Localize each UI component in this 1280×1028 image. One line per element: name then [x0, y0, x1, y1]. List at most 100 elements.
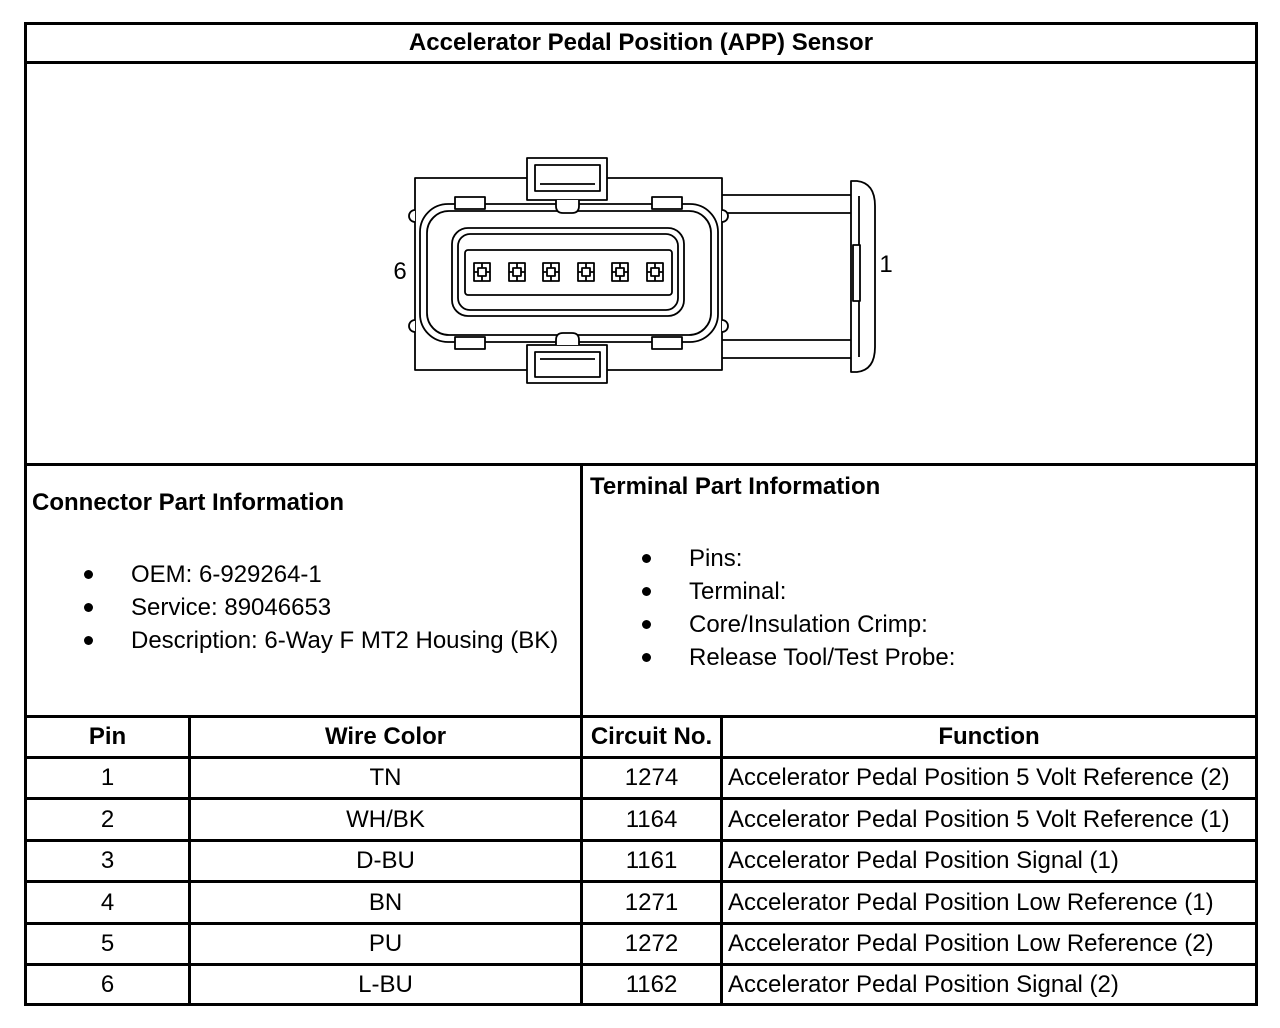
- list-item: Release Tool/Test Probe:: [582, 641, 1255, 674]
- page-title: Accelerator Pedal Position (APP) Sensor: [408, 29, 874, 56]
- header-wire-color: Wire Color: [324, 723, 447, 750]
- function-cell: Accelerator Pedal Position 5 Volt Refere…: [728, 764, 1230, 791]
- connector-oem: OEM: 6-929264-1: [131, 561, 322, 588]
- terminal-cavity-4: [542, 262, 560, 282]
- pin-cell: 2: [100, 805, 115, 833]
- divider: [24, 715, 1258, 718]
- function-cell: Accelerator Pedal Position Low Reference…: [728, 888, 1214, 916]
- column-divider: [580, 463, 583, 1006]
- terminal-core: [615, 267, 625, 277]
- circuit-cell: 1164: [625, 805, 678, 833]
- top-latch: [526, 157, 608, 201]
- divider: [24, 61, 1258, 64]
- terminal-cavity-1: [646, 262, 664, 282]
- side-notch: [721, 319, 729, 333]
- terminal-core: [477, 267, 487, 277]
- wire-color-cell: D-BU: [356, 847, 415, 874]
- terminal-core: [512, 267, 522, 277]
- wire-color-cell: WH/BK: [346, 805, 425, 833]
- pin-cell: 1: [100, 764, 115, 791]
- connector-face-diagram: [408, 157, 876, 384]
- terminal-terminal: Terminal:: [689, 578, 787, 605]
- terminal-core: [581, 267, 591, 277]
- mounting-nub: [651, 336, 683, 350]
- circuit-cell: 1162: [625, 970, 678, 998]
- bottom-lock-tab: [555, 332, 580, 345]
- bullet: [642, 620, 651, 629]
- table-row: 4 BN 1271 Accelerator Pedal Position Low…: [0, 883, 1280, 922]
- terminal-core: [650, 267, 660, 277]
- divider: [24, 839, 1258, 842]
- table-row: 5 PU 1272 Accelerator Pedal Position Low…: [0, 925, 1280, 963]
- column-divider: [188, 715, 191, 1006]
- divider: [24, 756, 1258, 759]
- bullet: [642, 653, 651, 662]
- connector-description: Description: 6-Way F MT2 Housing (BK): [131, 627, 559, 654]
- list-item: Terminal:: [582, 575, 1255, 608]
- end-cap-slot: [852, 244, 861, 302]
- circuit-cell: 1272: [624, 930, 679, 957]
- terminal-cavity-3: [577, 262, 595, 282]
- terminal-block: [464, 249, 673, 296]
- pin-cell: 4: [100, 888, 115, 916]
- pin-cell: 5: [100, 930, 115, 957]
- table-row: 2 WH/BK 1164 Accelerator Pedal Position …: [0, 800, 1280, 839]
- divider: [24, 880, 1258, 883]
- side-notch: [721, 209, 729, 223]
- list-item: OEM: 6-929264-1: [24, 558, 580, 591]
- terminal-cavity-frame: [451, 227, 685, 317]
- end-cap: [850, 180, 876, 373]
- bullet: [642, 554, 651, 563]
- terminal-crimp: Core/Insulation Crimp:: [689, 611, 928, 638]
- mounting-nub: [454, 336, 486, 350]
- list-item: Core/Insulation Crimp:: [582, 608, 1255, 641]
- circuit-cell: 1274: [624, 764, 679, 791]
- pin-cell: 3: [100, 847, 115, 874]
- function-cell: Accelerator Pedal Position Signal (1): [728, 847, 1119, 874]
- extension-rails: [722, 194, 853, 359]
- table-row: 6 L-BU 1162 Accelerator Pedal Position S…: [0, 966, 1280, 1003]
- wire-color-cell: L-BU: [358, 970, 413, 998]
- end-cap-outline: [850, 180, 876, 373]
- side-notch: [408, 319, 416, 333]
- header-pin: Pin: [88, 723, 127, 750]
- terminal-cavity-5: [508, 262, 526, 282]
- pin-label-left: 6: [393, 258, 407, 285]
- terminal-cross: [543, 263, 559, 281]
- column-divider: [720, 715, 723, 1006]
- table-row: 1 TN 1274 Accelerator Pedal Position 5 V…: [0, 759, 1280, 797]
- terminal-core: [546, 267, 556, 277]
- divider: [24, 797, 1258, 800]
- function-cell: Accelerator Pedal Position 5 Volt Refere…: [728, 805, 1230, 833]
- function-cell: Accelerator Pedal Position Signal (2): [728, 970, 1119, 998]
- list-item: Pins:: [582, 542, 1255, 575]
- top-lock-tab: [555, 200, 580, 214]
- pin-cell: 6: [100, 970, 115, 998]
- terminal-info-list: Pins: Terminal: Core/Insulation Crimp: R…: [582, 542, 1255, 674]
- bullet: [84, 603, 93, 612]
- terminal-cross: [578, 263, 594, 281]
- divider: [24, 463, 1258, 466]
- table-header-row: Pin Wire Color Circuit No. Function: [0, 718, 1280, 756]
- terminal-cross: [474, 263, 490, 281]
- terminal-info-heading: Terminal Part Information: [590, 473, 881, 500]
- terminal-cross: [647, 263, 663, 281]
- sheet-frame: [24, 22, 1258, 1006]
- latch-inner: [534, 351, 601, 378]
- function-cell: Accelerator Pedal Position Low Reference…: [728, 930, 1214, 957]
- connector-info-list: OEM: 6-929264-1 Service: 89046653 Descri…: [24, 558, 580, 657]
- bullet: [642, 587, 651, 596]
- header-function: Function: [938, 723, 1040, 750]
- list-item: Service: 89046653: [24, 591, 580, 624]
- wire-color-cell: PU: [368, 930, 403, 957]
- mounting-nubs: [454, 196, 683, 350]
- pin-label-right: 1: [879, 251, 893, 278]
- terminal-cross: [612, 263, 628, 281]
- circuit-cell: 1271: [624, 888, 679, 916]
- mounting-nub: [651, 196, 683, 210]
- header-circuit-no: Circuit No.: [590, 723, 713, 750]
- terminal-cross: [509, 263, 525, 281]
- wire-color-cell: TN: [369, 764, 402, 791]
- connector-info-heading: Connector Part Information: [32, 489, 345, 516]
